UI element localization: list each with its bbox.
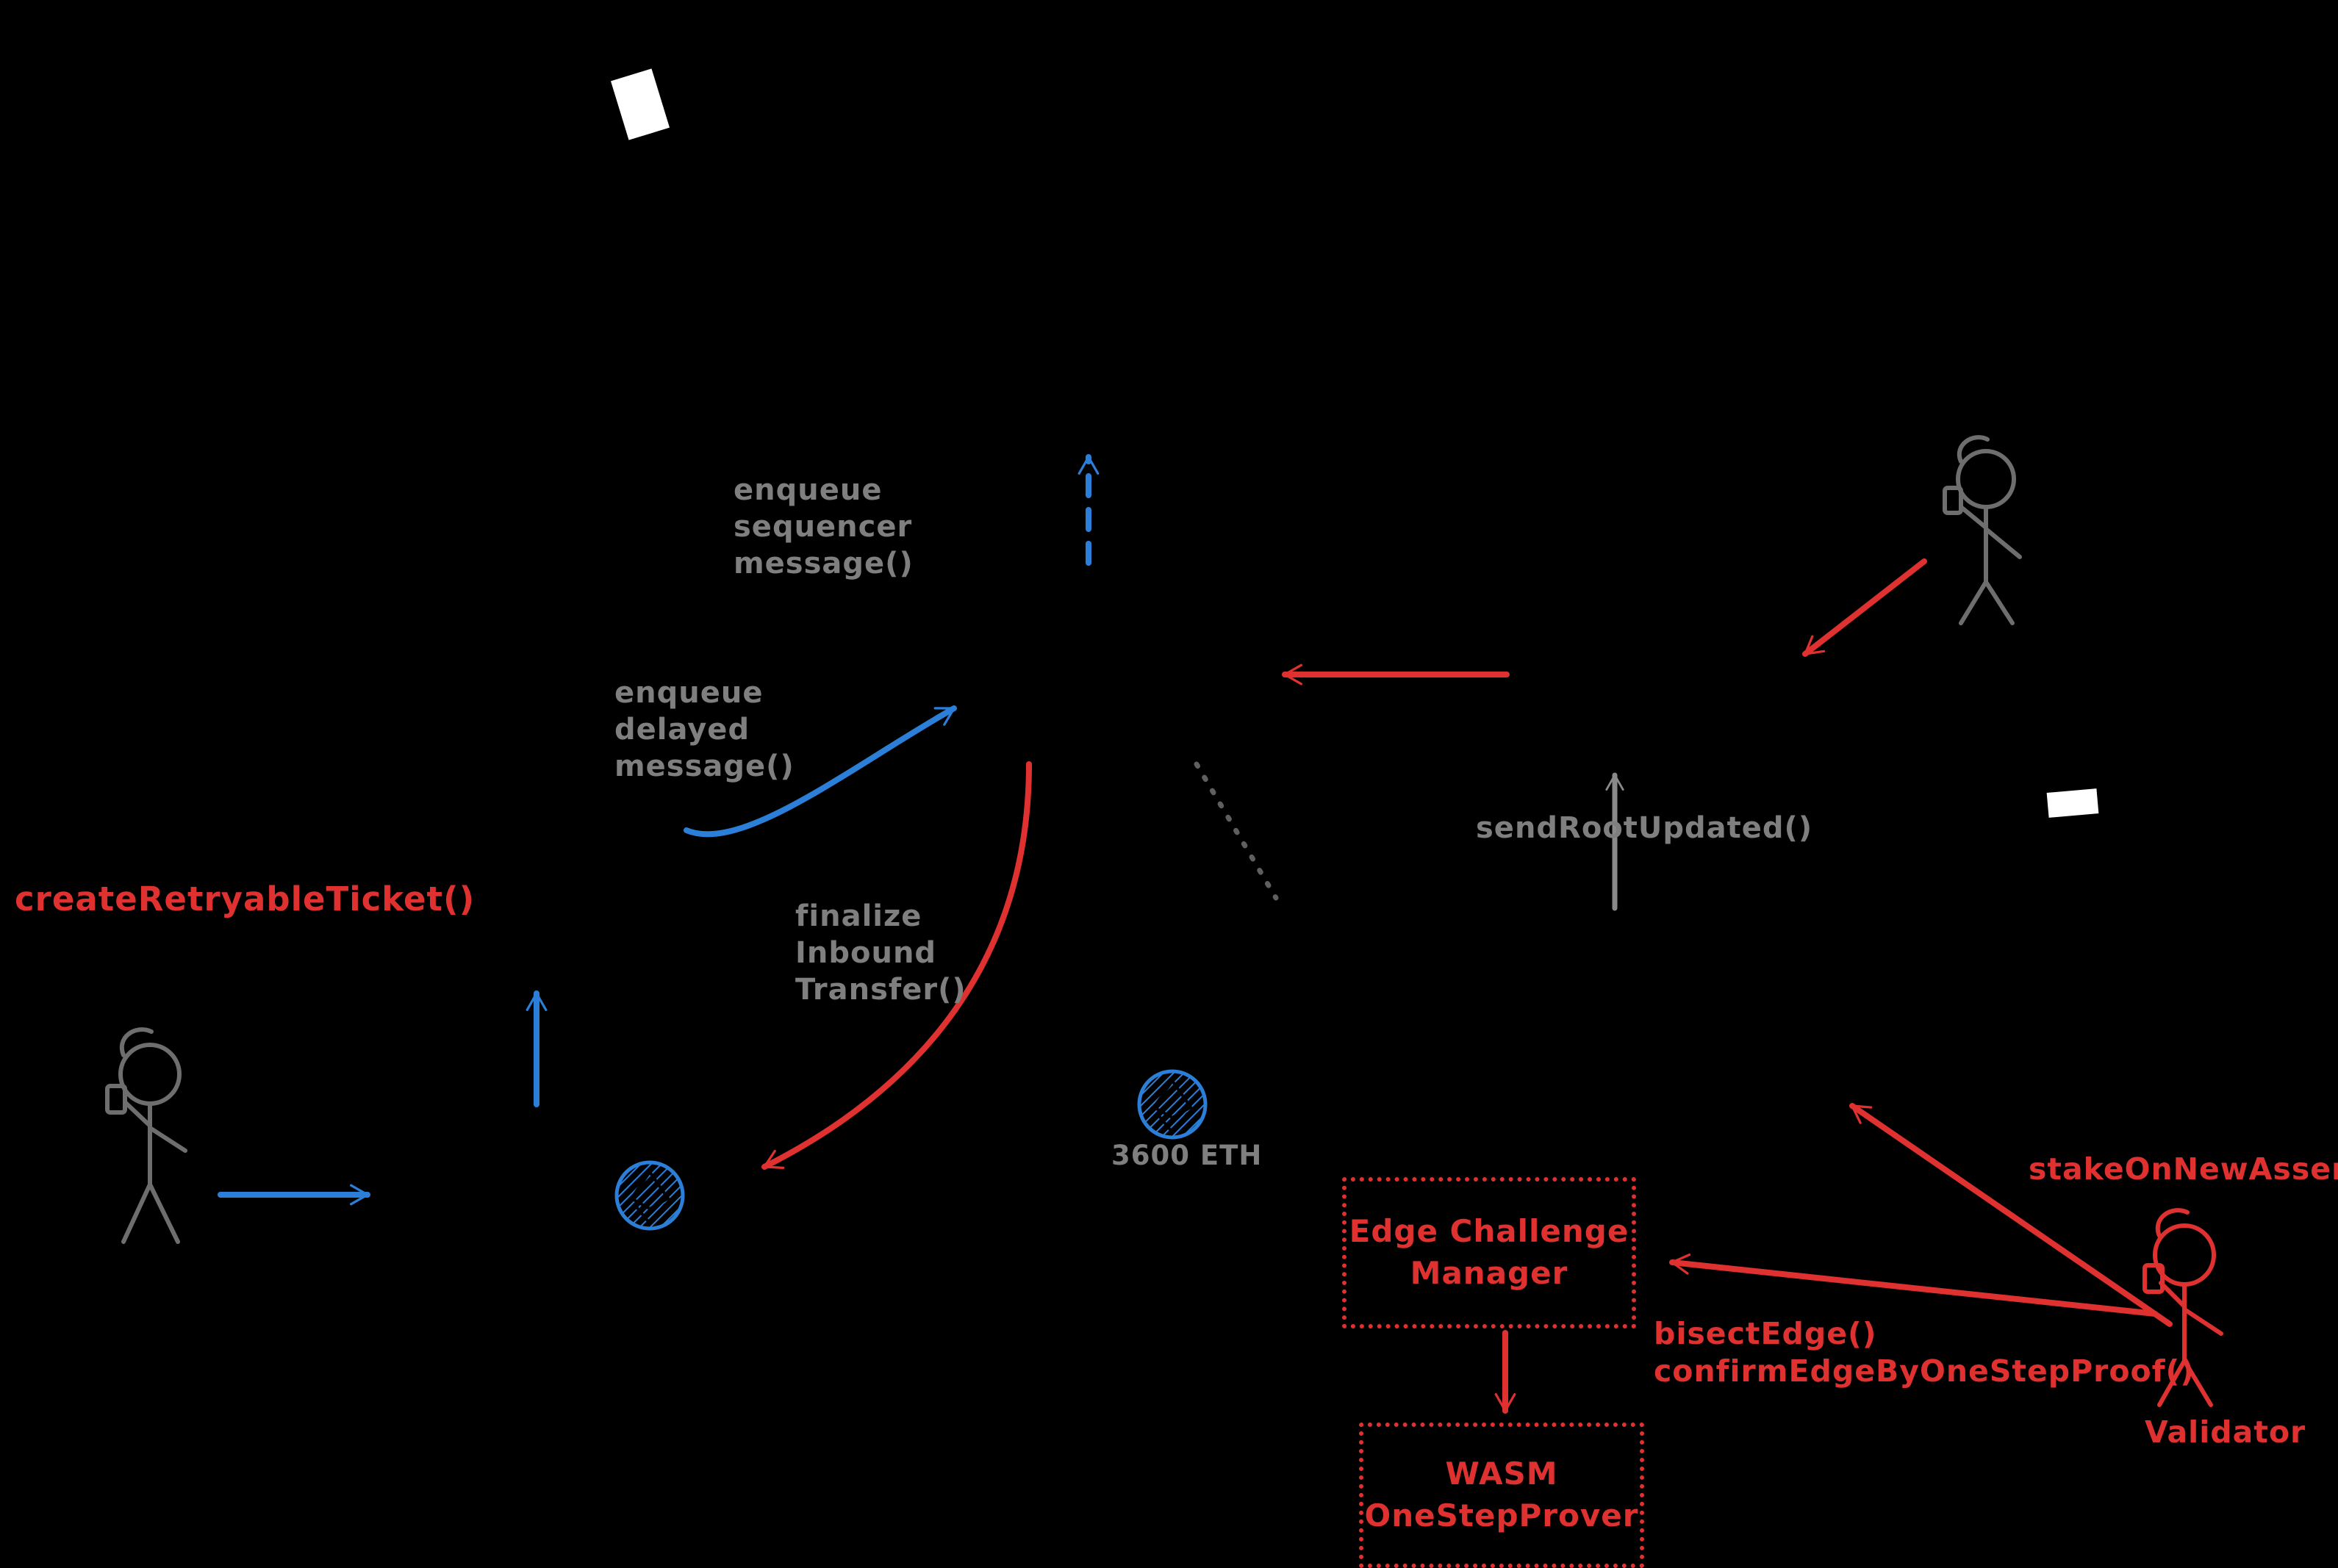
label-eth-amount: 3600 ETH — [1111, 1140, 1263, 1171]
wasm-one-step-prover-label: WASM OneStepProver — [1364, 1456, 1639, 1533]
label-validator: Validator — [2145, 1414, 2306, 1450]
label-enqueue-delayed-message: enqueue delayed message() — [614, 676, 795, 783]
arrow-sequencer-diagonal — [1802, 558, 1927, 657]
edge-challenge-manager-label: Edge Challenge Manager — [1349, 1213, 1629, 1291]
label-stake-on-new-assertion: stakeOnNewAssertion() — [2029, 1151, 2338, 1187]
label-send-root-updated: sendRootUpdated() — [1476, 811, 1813, 845]
edge-challenge-manager-box: Edge Challenge Manager — [1342, 1177, 1636, 1328]
arrow-finalize-curve — [761, 761, 1032, 1170]
validator-figure — [2142, 1208, 2223, 1407]
label-bisect-confirm-edge: bisectEdge() confirmEdgeByOneStepProof() — [1654, 1316, 2195, 1389]
arrow-stake-assertion — [1849, 1103, 2173, 1327]
arrow-enqueue-delayed — [684, 705, 957, 838]
wasm-one-step-prover-box: WASM OneStepProver — [1359, 1423, 1644, 1568]
ethereum-icon — [617, 1162, 683, 1229]
label-enqueue-sequencer-message: enqueue sequencer message() — [734, 473, 914, 580]
label-create-retryable-ticket: createRetryableTicket() — [15, 880, 476, 918]
dotted-connector — [1194, 761, 1279, 901]
label-finalize-inbound-transfer: finalize Inbound Transfer() — [795, 899, 967, 1007]
ethereum-icon — [1139, 1071, 1205, 1137]
white-marker — [2046, 788, 2099, 818]
arrow-bisect-edge — [1669, 1254, 2158, 1317]
user-figure-left — [105, 1027, 187, 1244]
user-figure-top-right — [1943, 435, 2022, 625]
